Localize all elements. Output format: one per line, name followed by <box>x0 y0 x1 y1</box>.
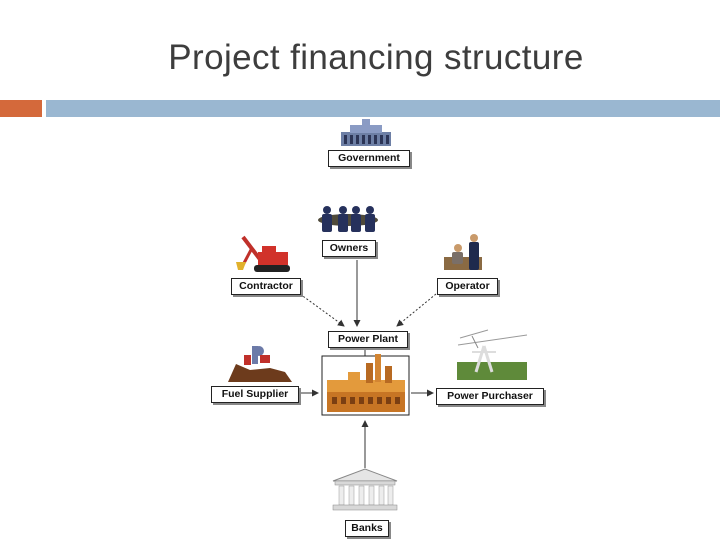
power-plant-label: Power Plant <box>328 331 408 348</box>
power-plant-frame <box>321 355 410 416</box>
government-label: Government <box>328 150 410 167</box>
arrow-contractor-to-plant <box>299 293 345 327</box>
contractor-label: Contractor <box>231 278 301 295</box>
header-bar <box>46 100 720 117</box>
banks-label: Banks <box>345 520 389 537</box>
accent-bar <box>0 100 42 117</box>
arrow-operator-to-plant <box>396 293 437 327</box>
power-purchaser-label: Power Purchaser <box>436 388 544 405</box>
fuel-supplier-label: Fuel Supplier <box>211 386 299 403</box>
slide-title: Project financing structure <box>168 38 584 77</box>
owners-label: Owners <box>322 240 376 257</box>
operator-label: Operator <box>437 278 498 295</box>
